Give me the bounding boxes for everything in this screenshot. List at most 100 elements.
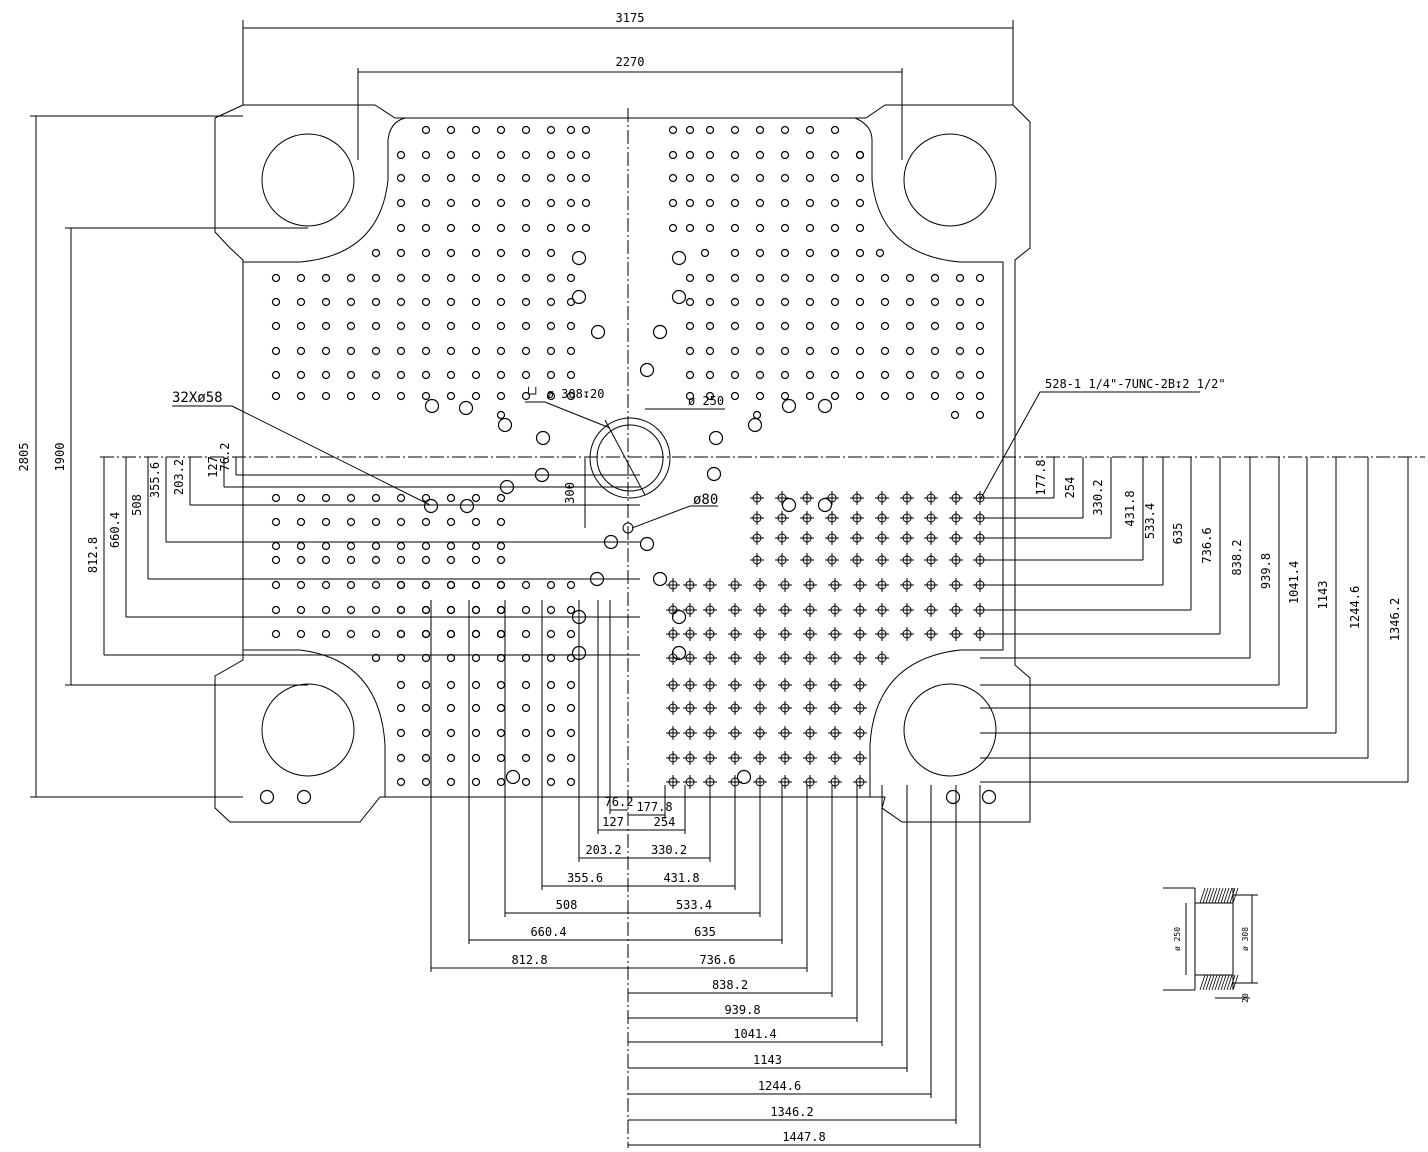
bolt-hole xyxy=(546,605,556,615)
tapped-hole xyxy=(803,603,817,617)
bolt-hole xyxy=(521,580,531,590)
tapped-hole xyxy=(853,627,867,641)
tapped-hole xyxy=(803,678,817,692)
bolt-hole xyxy=(423,498,439,514)
bolt-hole xyxy=(780,273,790,283)
bolt-hole xyxy=(747,417,763,433)
bolt-hole xyxy=(471,629,481,639)
bolt-hole xyxy=(496,580,506,590)
tapped-hole xyxy=(666,603,680,617)
bolt-hole xyxy=(271,517,281,527)
tapped-hole xyxy=(753,578,767,592)
bolt-hole xyxy=(521,653,531,663)
bolt-hole xyxy=(471,370,481,380)
bolt-hole xyxy=(396,391,406,401)
bolt-hole xyxy=(685,173,695,183)
right-dim-label: 838.2 xyxy=(1230,539,1244,575)
bolt-hole xyxy=(424,398,440,414)
bolt-hole xyxy=(830,321,840,331)
bolt-hole xyxy=(496,680,506,690)
bolt-hole xyxy=(685,150,695,160)
bolt-hole xyxy=(421,555,431,565)
tapped-hole xyxy=(778,651,792,665)
bolt-hole xyxy=(830,173,840,183)
bolt-hole xyxy=(546,703,556,713)
bolt-hole xyxy=(296,273,306,283)
bolt-hole xyxy=(855,370,865,380)
bolt-hole xyxy=(421,346,431,356)
bolt-hole xyxy=(705,150,715,160)
bolt-hole xyxy=(496,517,506,527)
tapped-hole xyxy=(753,603,767,617)
bolt-hole xyxy=(755,391,765,401)
mould-area-outline xyxy=(242,117,1004,798)
bottom-right-dim-label: 1447.8 xyxy=(782,1130,825,1144)
tapped-hole xyxy=(924,603,938,617)
tapped-hole xyxy=(875,531,889,545)
bottom-right-dim-label: 1244.6 xyxy=(758,1079,801,1093)
bolt-hole xyxy=(396,150,406,160)
bolt-hole xyxy=(471,653,481,663)
bolt-hole xyxy=(755,321,765,331)
tapped-hole xyxy=(803,751,817,765)
tie-bar-hole-bottom-left xyxy=(261,683,355,777)
bolt-hole xyxy=(535,430,551,446)
bolt-hole xyxy=(805,391,815,401)
bolt-hole xyxy=(805,297,815,307)
tapped-hole xyxy=(949,531,963,545)
hatch-line xyxy=(1205,887,1212,904)
tapped-hole xyxy=(924,531,938,545)
right-dim-label: 1041.4 xyxy=(1287,561,1301,604)
bolt-hole xyxy=(521,391,531,401)
bolt-hole xyxy=(755,173,765,183)
bolt-hole xyxy=(471,150,481,160)
bolt-hole xyxy=(346,517,356,527)
bottom-right-dim-label: 1143 xyxy=(753,1053,782,1067)
bolt-hole xyxy=(955,273,965,283)
bolt-hole xyxy=(685,223,695,233)
tapped-hole xyxy=(853,678,867,692)
bolt-hole xyxy=(880,391,890,401)
bottom-left-dim-label: 812.8 xyxy=(511,953,547,967)
bolt-hole xyxy=(271,605,281,615)
tapped-hole xyxy=(900,531,914,545)
bolt-hole xyxy=(421,703,431,713)
right-dim-label: 254 xyxy=(1063,477,1077,499)
tapped-hole xyxy=(683,775,697,789)
bolt-hole xyxy=(396,753,406,763)
bolt-hole xyxy=(930,297,940,307)
bolt-hole xyxy=(521,703,531,713)
bolt-hole xyxy=(590,324,606,340)
bolt-hole xyxy=(496,150,506,160)
bolt-hole xyxy=(880,297,890,307)
tapped-hole xyxy=(728,627,742,641)
bore-250-label: ø 250 xyxy=(688,394,724,408)
detail-d250-label: ø 250 xyxy=(1173,927,1182,951)
bolt-hole xyxy=(396,370,406,380)
tapped-hole xyxy=(900,491,914,505)
bolt-hole xyxy=(446,223,456,233)
tapped-hole xyxy=(875,651,889,665)
bolt-hole xyxy=(546,173,556,183)
hatch-line xyxy=(1208,887,1215,904)
bolt-hole xyxy=(471,273,481,283)
bolt-hole xyxy=(566,370,576,380)
bolt-hole xyxy=(566,173,576,183)
bolt-hole xyxy=(781,398,797,414)
bolt-hole xyxy=(581,198,591,208)
tapped-hole xyxy=(753,751,767,765)
bolt-hole xyxy=(471,173,481,183)
left-dim-label: 127 xyxy=(206,456,220,478)
left-dim-label: 203.2 xyxy=(172,459,186,495)
tapped-hole xyxy=(828,775,842,789)
left-dim-label: 76.2 xyxy=(218,443,232,472)
bolt-hole xyxy=(396,605,406,615)
bolt-hole xyxy=(705,391,715,401)
hatch-line xyxy=(1217,887,1224,904)
tapped-hole xyxy=(803,775,817,789)
bolt-hole xyxy=(546,150,556,160)
tie-bar-hole-top-right xyxy=(903,133,997,227)
tapped-hole xyxy=(875,578,889,592)
right-dim-label: 533.4 xyxy=(1143,503,1157,539)
tapped-hole xyxy=(924,553,938,567)
